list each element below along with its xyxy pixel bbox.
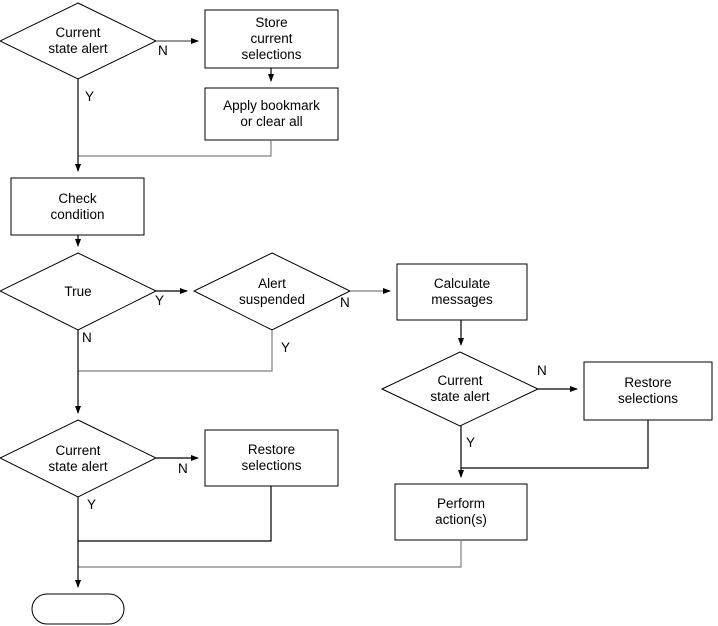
edge-label-y-csa3: Y [87,497,97,512]
decision-current-state-alert-1[interactable] [0,2,158,80]
edge-label-n-csa2: N [537,363,547,378]
edge-label-y-true: Y [155,293,165,308]
edge-alert-suspended-y-merge [78,330,273,372]
edge-label-n-csa1: N [158,43,168,58]
edge-label-n-true: N [82,330,92,345]
decision-current-state-alert-3[interactable] [0,419,158,498]
decision-alert-suspended[interactable] [192,252,352,331]
process-restore-selections-right[interactable] [583,361,713,421]
edge-label-n-alert-suspended: N [340,295,350,310]
terminator-end[interactable] [31,593,125,625]
edge-apply-to-check-merge [78,140,272,157]
process-check-condition[interactable] [10,177,145,236]
connectors: Store current selections --> Apply bookm… [75,38,649,588]
process-perform-actions[interactable] [394,483,528,541]
edge-label-y-csa2: Y [466,435,476,450]
process-apply-bookmark-or-clear-all[interactable] [204,87,339,141]
process-calculate-messages[interactable] [396,263,528,321]
edge-label-y-csa1: Y [85,89,95,104]
edge-restore-bottom-merge [78,486,272,542]
edge-perform-merge [78,540,462,568]
process-store-current-selections[interactable] [204,9,339,69]
edge-label-y-alert-suspended: Y [281,340,291,355]
edge-restore-right-merge [461,420,649,469]
decision-true[interactable] [0,252,158,331]
process-restore-selections-bottom[interactable] [204,429,339,487]
edge-label-n-csa3: N [178,461,188,476]
decision-current-state-alert-2[interactable] [380,351,540,427]
